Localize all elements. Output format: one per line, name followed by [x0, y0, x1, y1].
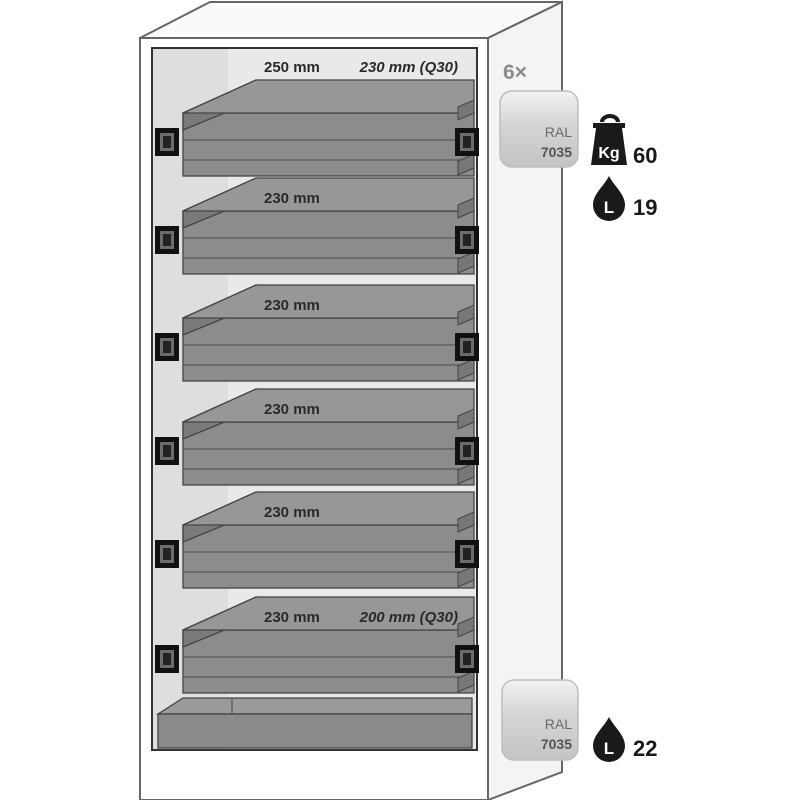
drawer-volume-value: 19 [633, 195, 657, 220]
sump-volume-value: 22 [633, 736, 657, 761]
drawer[interactable]: 250 mm 230 mm (Q30) [155, 59, 479, 177]
weight-icon-label: Kg [598, 145, 619, 162]
ral-swatch-bottom: RAL 7035 [501, 679, 579, 761]
drop-icon-label: L [604, 739, 614, 758]
drawer-runner-bracket [455, 437, 479, 465]
ral-bottom-line1: RAL [545, 716, 572, 732]
drawer[interactable]: 230 mm [155, 283, 479, 382]
drawer-runner-bracket [455, 226, 479, 254]
drawer[interactable]: 230 mm [155, 387, 479, 486]
drawer-runner-bracket [155, 333, 179, 361]
drop-icon: L [593, 717, 625, 762]
drawer-height-label: 230 mm [264, 609, 320, 626]
drawer-runner-bracket [455, 128, 479, 156]
drawer-height-label: 250 mm [264, 59, 320, 76]
drawer-count: 6× [503, 61, 527, 84]
drawer-runner-bracket [455, 540, 479, 568]
drawer-runner-bracket [155, 540, 179, 568]
drawer-runner-bracket [455, 333, 479, 361]
drawer-height-label: 230 mm [264, 504, 320, 521]
drawer-alt-height-label: 200 mm (Q30) [359, 609, 458, 626]
drawer-height-label: 230 mm [264, 190, 320, 207]
drawer[interactable]: 230 mm [155, 176, 479, 275]
drawer-runner-bracket [455, 645, 479, 673]
drawer-runner-bracket [155, 226, 179, 254]
max-load-value: 60 [633, 143, 657, 168]
ral-top-line1: RAL [545, 124, 572, 140]
drop-icon: L [593, 176, 625, 221]
weight-icon: Kg [591, 114, 627, 165]
drawer-runner-bracket [155, 128, 179, 156]
ral-swatch-top: RAL 7035 [499, 90, 579, 168]
drop-icon-label: L [604, 198, 614, 217]
ral-top-line2: 7035 [541, 144, 572, 160]
bottom-sump [155, 697, 473, 749]
ral-bottom-line2: 7035 [541, 736, 572, 752]
drawer-alt-height-label: 230 mm (Q30) [359, 59, 458, 76]
drawer-runner-bracket [155, 437, 179, 465]
drawer[interactable]: 230 mm [155, 490, 479, 589]
drawer-height-label: 230 mm [264, 297, 320, 314]
drawer[interactable]: 230 mm 200 mm (Q30) [155, 595, 479, 694]
drawer-height-label: 230 mm [264, 401, 320, 418]
drawer-runner-bracket [155, 645, 179, 673]
